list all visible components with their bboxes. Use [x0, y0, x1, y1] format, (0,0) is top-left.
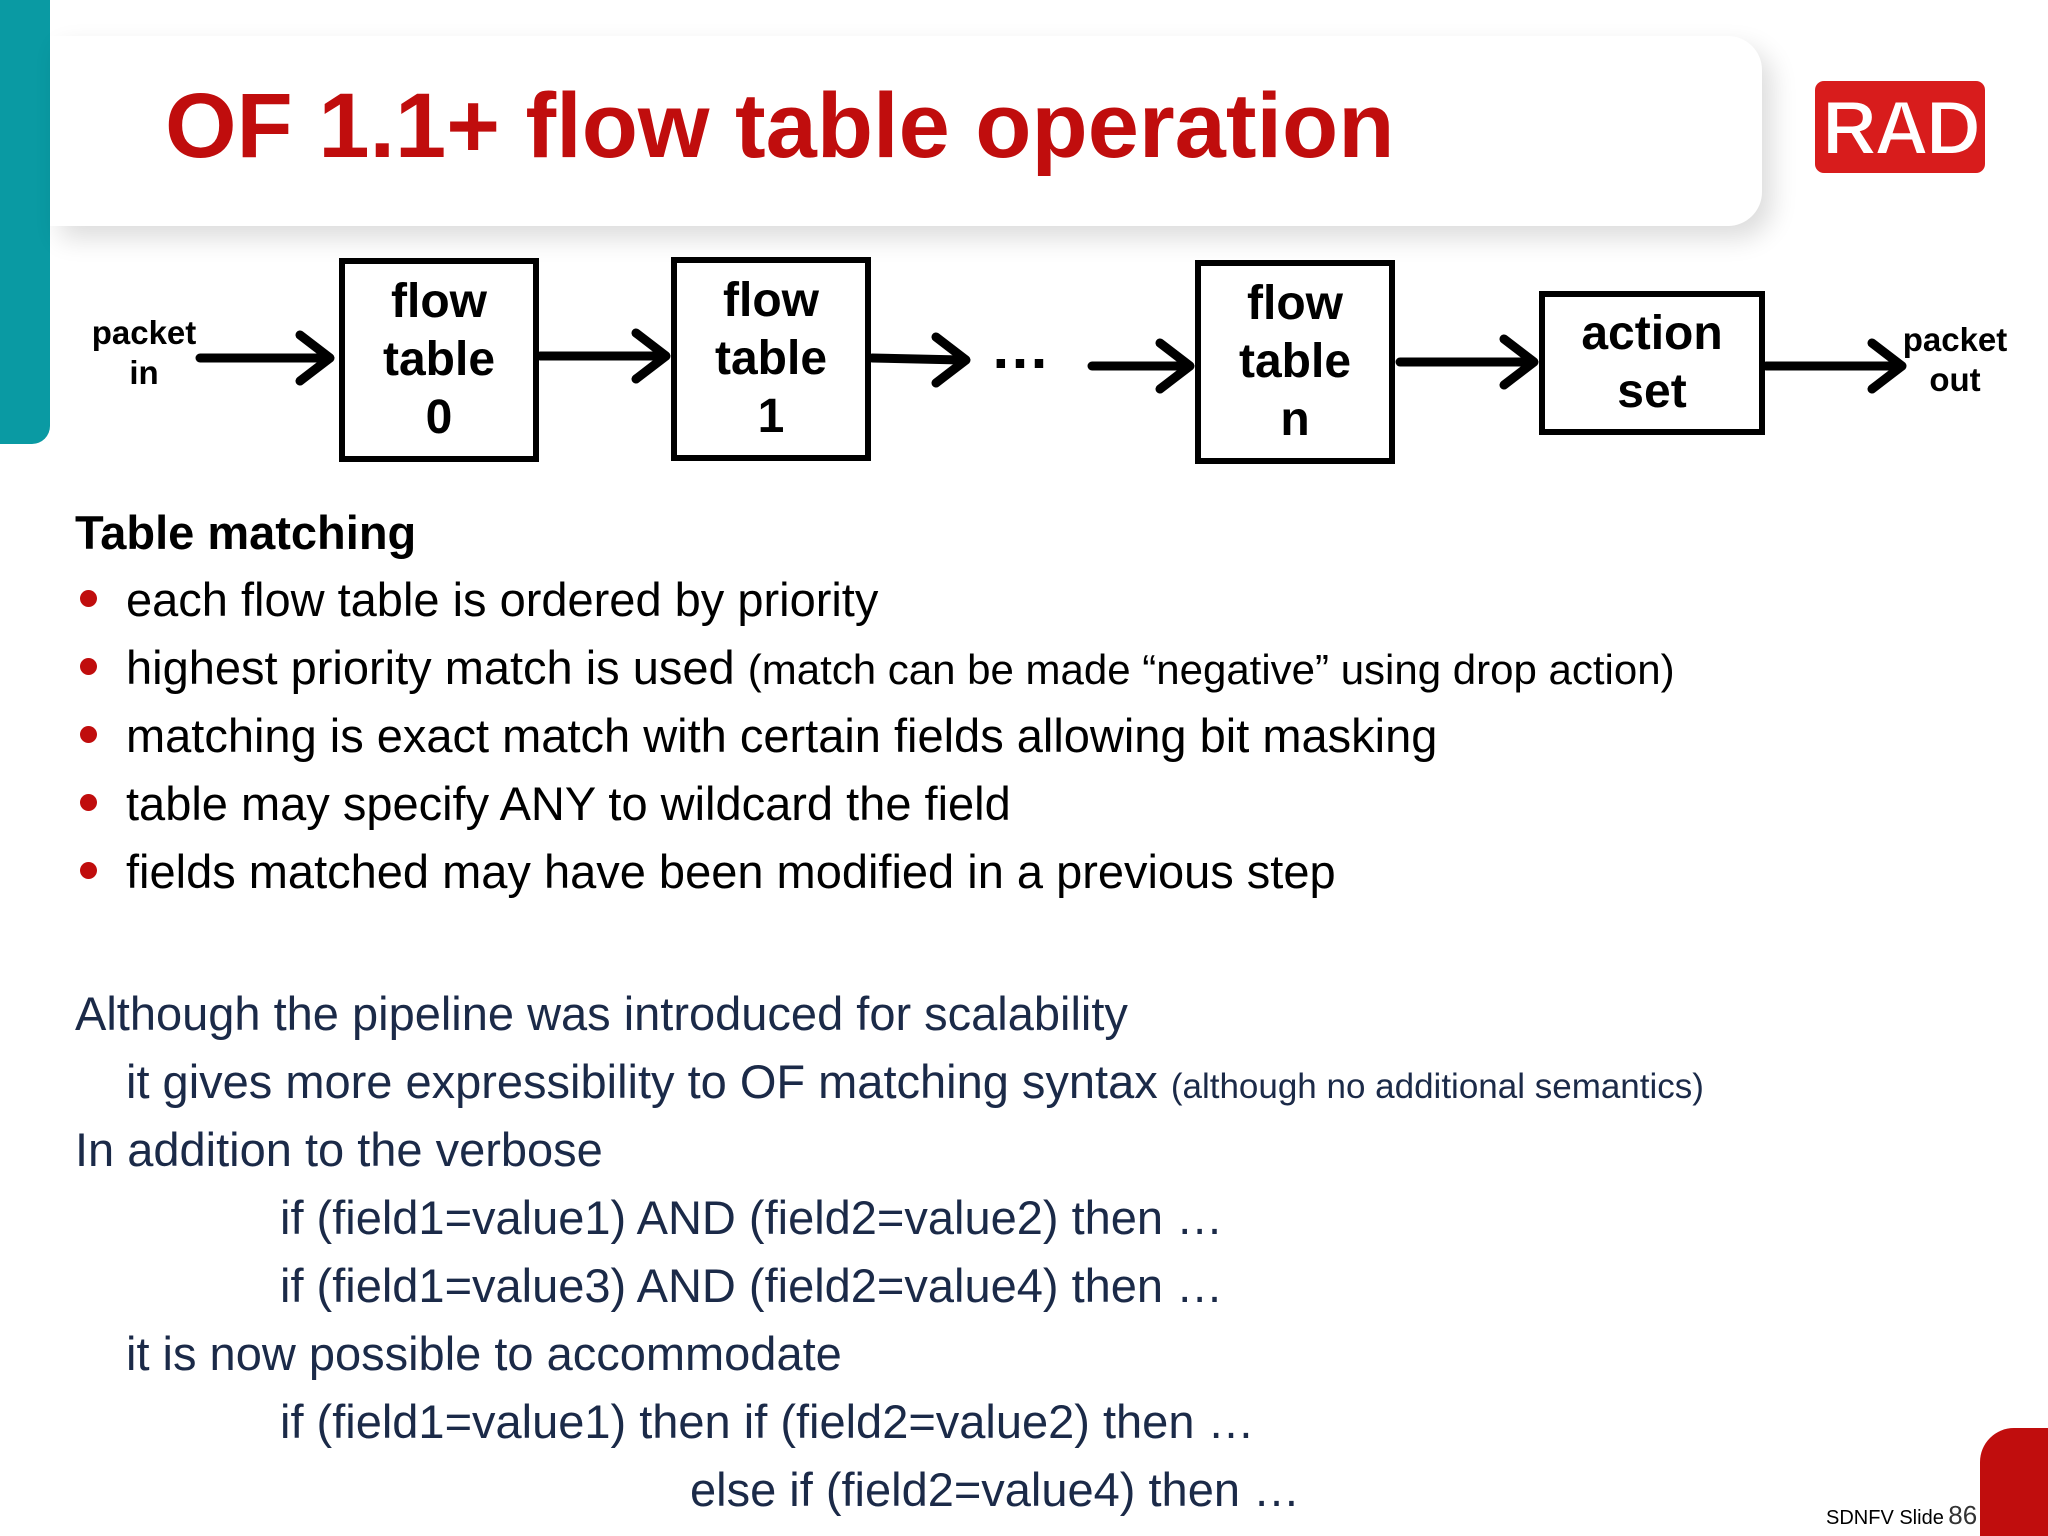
- action-set-box: action set: [1539, 291, 1765, 435]
- table-matching-heading: Table matching: [75, 506, 417, 559]
- bullet-dot: [80, 726, 97, 743]
- code-line: if (field1=value1) AND (field2=value2) t…: [280, 1191, 1224, 1244]
- bullet-text: each flow table is ordered by priority: [126, 573, 879, 626]
- flow-table-n-label: flow table n: [1238, 277, 1352, 446]
- accent-bar: [0, 0, 50, 444]
- action-set-label: action set: [1581, 307, 1723, 418]
- footer-label: SDNFV Slide: [1826, 1507, 1944, 1529]
- rad-logo: RAD: [1815, 81, 1985, 173]
- flow-table-0-label: flow table 0: [382, 275, 496, 444]
- ellipsis: …: [990, 314, 1052, 381]
- code-line: if (field1=value3) AND (field2=value4) t…: [280, 1259, 1224, 1312]
- code-line: if (field1=value1) then if (field2=value…: [280, 1395, 1255, 1448]
- arrow-out: [1761, 338, 1907, 394]
- bullet-dot: [80, 658, 97, 675]
- page-number: 86: [1948, 1500, 1978, 1530]
- pipeline-explanation: Although the pipeline was introduced for…: [75, 980, 1704, 1524]
- bullet-dot: [80, 862, 97, 879]
- list-item: matching is exact match with certain fie…: [75, 702, 1675, 770]
- text-line-note: (although no additional semantics): [1170, 1067, 1704, 1106]
- packet-out-label: packet out: [1902, 321, 2008, 398]
- bullet-dot: [80, 794, 97, 811]
- list-item: highest priority match is used (match ca…: [75, 634, 1675, 702]
- text-line: Although the pipeline was introduced for…: [75, 987, 1128, 1040]
- flow-table-1-label: flow table 1: [714, 274, 828, 443]
- bullet-text: fields matched may have been modified in…: [126, 845, 1336, 898]
- logo-text: RAD: [1821, 85, 1982, 172]
- bullet-note: (match can be made “negative” using drop…: [747, 646, 1675, 693]
- bullet-text: matching is exact match with certain fie…: [126, 709, 1438, 762]
- text-line: it gives more expressibility to OF match…: [75, 1048, 1704, 1116]
- list-item: table may specify ANY to wildcard the fi…: [75, 770, 1675, 838]
- arrow-in: [195, 330, 335, 386]
- slide-title: OF 1.1+ flow table operation: [165, 75, 1395, 177]
- pipeline-arrows: [195, 328, 1907, 394]
- title-band: [50, 36, 1762, 226]
- list-item: fields matched may have been modified in…: [75, 838, 1675, 906]
- packet-in-label: packet in: [91, 314, 197, 391]
- bullet-dot: [80, 590, 97, 607]
- arrow-table0-to-table1: [535, 328, 671, 384]
- flow-table-n-box: flow table n: [1195, 260, 1395, 464]
- text-line-main: it gives more expressibility to OF match…: [126, 1055, 1158, 1108]
- flow-table-1-box: flow table 1: [671, 257, 871, 461]
- arrow-ellipsis-to-tablen: [1087, 338, 1195, 394]
- bullet-text: highest priority match is used: [126, 641, 735, 694]
- list-item: each flow table is ordered by priority: [75, 566, 1675, 634]
- text-line: it is now possible to accommodate: [126, 1327, 842, 1380]
- table-matching-list: each flow table is ordered by priority h…: [75, 566, 1675, 906]
- arrow-tablen-to-actionset: [1395, 334, 1539, 390]
- arrow-table1-to-ellipsis: [867, 332, 971, 388]
- flow-table-0-box: flow table 0: [339, 258, 539, 462]
- text-line: In addition to the verbose: [75, 1123, 603, 1176]
- bullet-text: table may specify ANY to wildcard the fi…: [126, 777, 1011, 830]
- code-line: else if (field2=value4) then …: [690, 1463, 1301, 1516]
- slide-footer: SDNFV Slide 86: [1826, 1500, 1977, 1531]
- corner-accent: [1980, 1428, 2048, 1536]
